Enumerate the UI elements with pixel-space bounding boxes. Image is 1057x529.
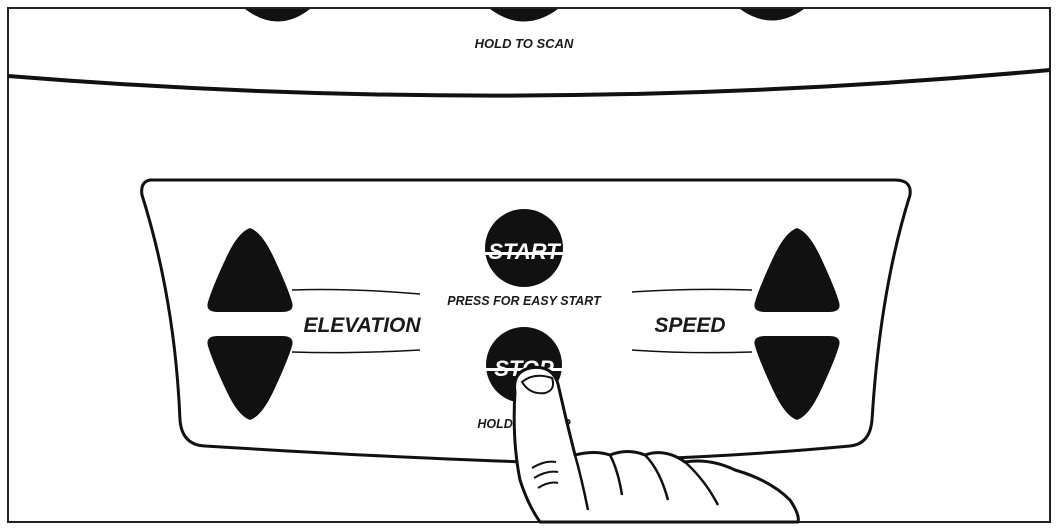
skin-crease-2 xyxy=(533,470,559,479)
fingernail xyxy=(520,374,555,395)
elevation-upper-line xyxy=(291,288,421,295)
top-button-scan[interactable] xyxy=(490,9,558,22)
hand-outline xyxy=(512,365,800,524)
finger-icon xyxy=(512,365,800,524)
start-button-stripe xyxy=(480,252,568,255)
knuckle-line-2 xyxy=(644,454,670,501)
hold-to-scan-label: HOLD TO SCAN xyxy=(475,36,574,51)
skin-crease-1 xyxy=(531,460,557,469)
top-button-right[interactable] xyxy=(740,9,804,21)
speed-upper-line xyxy=(631,288,753,293)
finger-edge xyxy=(573,454,590,511)
start-button-label: START xyxy=(488,239,561,264)
elevation-up-icon[interactable] xyxy=(207,228,293,312)
speed-lower-line xyxy=(631,349,753,354)
elevation-down-icon[interactable] xyxy=(207,336,293,420)
knuckle-line-3 xyxy=(684,461,720,506)
knuckle-line-1 xyxy=(608,454,624,496)
speed-down-icon[interactable] xyxy=(754,336,840,420)
speed-label: SPEED xyxy=(654,314,725,337)
start-caption: PRESS FOR EASY START xyxy=(447,294,602,308)
speed-up-icon[interactable] xyxy=(754,228,840,312)
upper-console-panel: HOLD TO SCAN xyxy=(7,9,1051,98)
start-button[interactable]: START xyxy=(480,209,568,287)
start-button-disc[interactable] xyxy=(485,209,563,287)
elevation-label: ELEVATION xyxy=(303,314,421,337)
top-button-left[interactable] xyxy=(245,9,310,22)
elevation-lower-line xyxy=(291,349,421,354)
upper-panel-edge xyxy=(7,68,1051,98)
skin-crease-3 xyxy=(537,481,559,489)
